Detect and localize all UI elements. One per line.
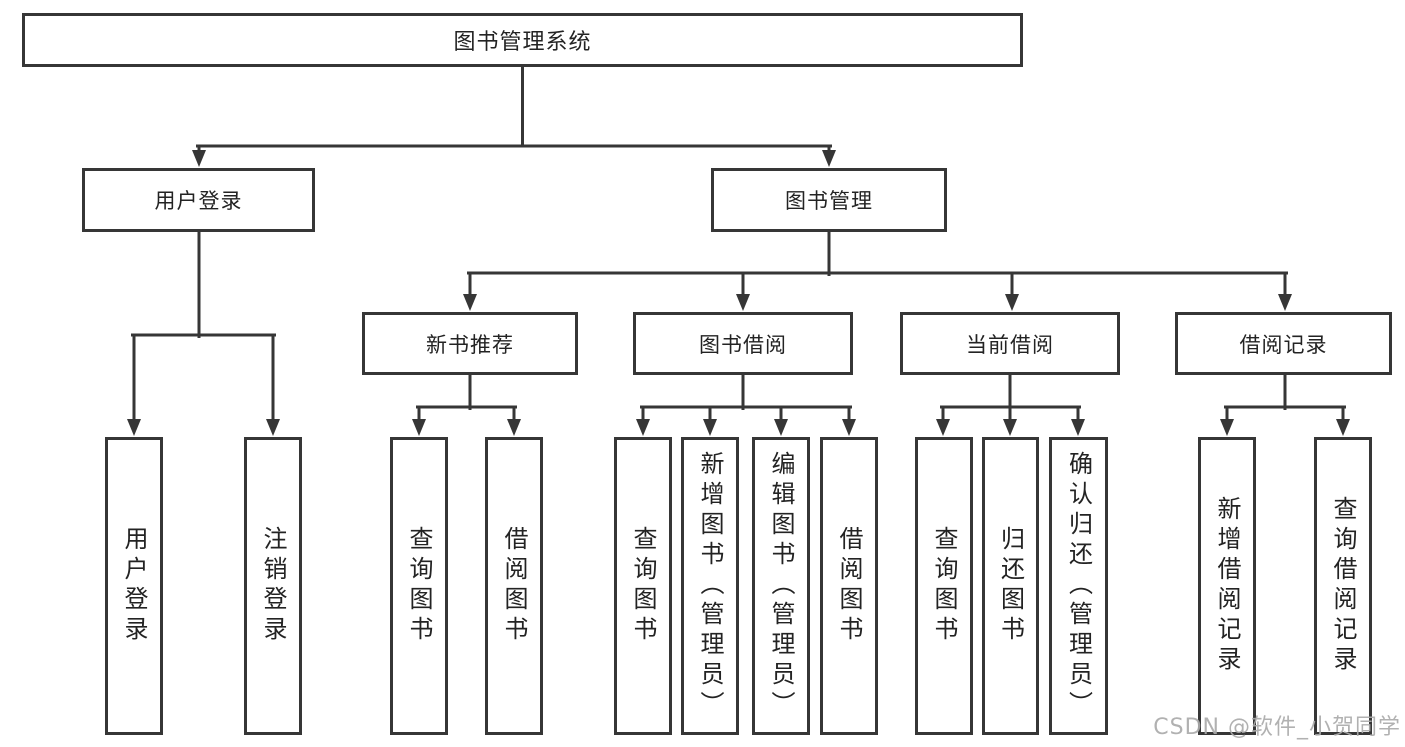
node-add-borrow-record: 新增借阅记录 xyxy=(1198,437,1256,735)
node-new-book-recommend-label: 新书推荐 xyxy=(426,332,514,357)
node-user-login: 用户登录 xyxy=(82,168,315,232)
node-query-books-current-label: 查询图书 xyxy=(930,526,958,646)
node-borrow-books-action-label: 借阅图书 xyxy=(835,526,863,646)
node-user-login-action: 用户登录 xyxy=(105,437,163,735)
connector-current-borrow xyxy=(936,372,1085,436)
node-library-system: 图书管理系统 xyxy=(22,13,1023,67)
node-query-books-borrow: 查询图书 xyxy=(614,437,672,735)
node-book-borrow: 图书借阅 xyxy=(633,312,853,375)
node-borrow-books-action: 借阅图书 xyxy=(820,437,878,735)
node-edit-books-admin-label: 编辑图书（管理员） xyxy=(767,451,795,721)
node-user-login-label: 用户登录 xyxy=(154,189,243,213)
node-query-books-recommend: 查询图书 xyxy=(390,437,448,735)
node-add-books-admin-label: 新增图书（管理员） xyxy=(696,451,724,721)
node-user-login-action-label: 用户登录 xyxy=(120,526,148,646)
node-query-books-recommend-label: 查询图书 xyxy=(405,526,433,646)
connector-user-login xyxy=(127,230,280,436)
node-book-management: 图书管理 xyxy=(711,168,947,232)
connector-book-management xyxy=(463,230,1292,311)
node-confirm-return-admin-label: 确认归还（管理员） xyxy=(1064,451,1093,721)
connector-book-borrow xyxy=(636,372,856,436)
node-book-management-label: 图书管理 xyxy=(785,189,873,213)
node-library-system-label: 图书管理系统 xyxy=(453,30,592,55)
node-query-borrow-record-label: 查询借阅记录 xyxy=(1329,496,1357,676)
node-return-books-label: 归还图书 xyxy=(996,526,1025,646)
node-borrow-books-recommend: 借阅图书 xyxy=(485,437,543,735)
connector-new-book-recommend xyxy=(412,372,521,436)
watermark: CSDN @软件_小贺同学 xyxy=(1153,715,1401,740)
node-query-books-borrow-label: 查询图书 xyxy=(629,526,657,646)
node-borrow-records: 借阅记录 xyxy=(1175,312,1392,375)
node-new-book-recommend: 新书推荐 xyxy=(362,312,578,375)
node-current-borrow-label: 当前借阅 xyxy=(966,332,1054,357)
node-add-books-admin: 新增图书（管理员） xyxy=(681,437,739,735)
node-query-borrow-record: 查询借阅记录 xyxy=(1314,437,1372,735)
node-query-books-current: 查询图书 xyxy=(915,437,973,735)
connector-borrow-records xyxy=(1220,372,1350,436)
node-borrow-records-label: 借阅记录 xyxy=(1239,332,1328,357)
node-logout-label: 注销登录 xyxy=(259,526,287,646)
node-borrow-books-recommend-label: 借阅图书 xyxy=(500,526,528,646)
connector-root xyxy=(192,65,836,167)
node-edit-books-admin: 编辑图书（管理员） xyxy=(752,437,810,735)
node-add-borrow-record-label: 新增借阅记录 xyxy=(1213,496,1241,676)
node-return-books: 归还图书 xyxy=(982,437,1039,735)
node-logout: 注销登录 xyxy=(244,437,302,735)
node-current-borrow: 当前借阅 xyxy=(900,312,1120,375)
node-book-borrow-label: 图书借阅 xyxy=(699,332,787,357)
node-confirm-return-admin: 确认归还（管理员） xyxy=(1049,437,1108,735)
